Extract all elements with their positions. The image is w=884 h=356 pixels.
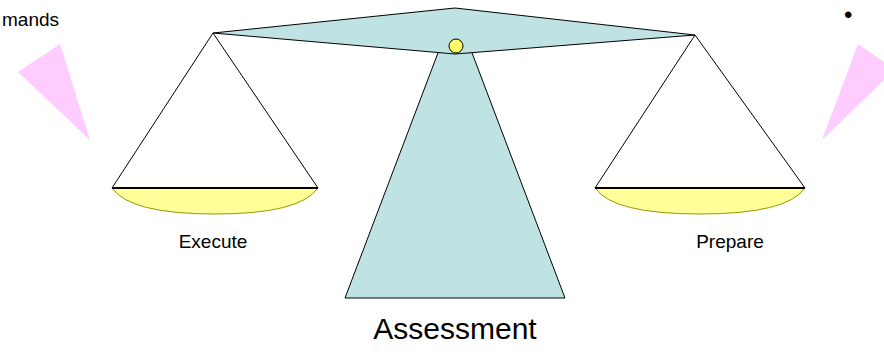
pan-label: Execute <box>179 232 248 253</box>
pink-triangle <box>18 44 90 140</box>
pan-rim <box>112 187 318 189</box>
scale-beam <box>213 8 695 54</box>
scale-pan <box>595 188 805 214</box>
pivot <box>449 39 463 53</box>
pan-string <box>112 33 213 188</box>
pan-label: Prepare <box>696 232 764 253</box>
pan-rim <box>595 187 805 189</box>
cut-text: mands <box>2 10 59 31</box>
pink-triangle <box>822 44 884 140</box>
base-label: Assessment <box>373 312 536 345</box>
scale-pan <box>112 188 318 214</box>
pan-string <box>695 35 805 188</box>
pan-string <box>213 33 318 188</box>
pan-string <box>595 35 695 188</box>
bullet: • <box>844 2 852 28</box>
scale-pillar <box>345 8 565 298</box>
